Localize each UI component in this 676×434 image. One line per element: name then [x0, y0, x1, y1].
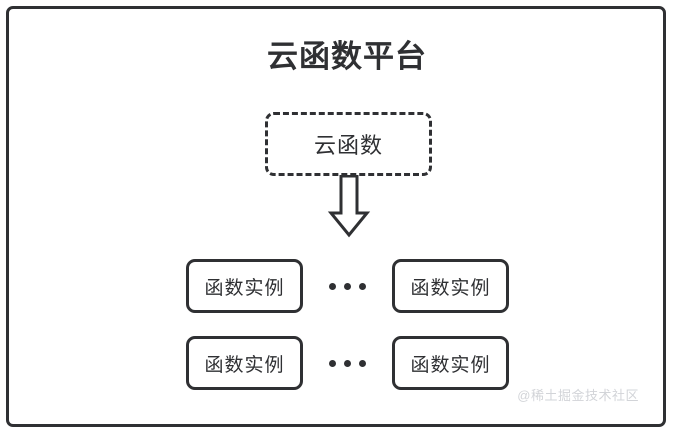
function-instance-label: 函数实例	[204, 277, 285, 299]
ellipsis-dot	[358, 282, 366, 290]
watermark: @稀土掘金技术社区	[517, 388, 639, 403]
down-block-arrow-icon	[327, 175, 371, 238]
ellipsis-dot	[343, 359, 351, 367]
cloud-function-label: 云函数	[313, 133, 383, 158]
function-instance-box: 函数实例	[392, 336, 509, 390]
function-instance-label: 函数实例	[410, 277, 491, 299]
function-instance-box: 函数实例	[186, 336, 303, 390]
function-instance-label: 函数实例	[204, 354, 285, 376]
ellipsis-icon	[320, 336, 374, 390]
function-instance-row-2: 函数实例 函数实例	[9, 336, 676, 390]
ellipsis-dot	[343, 282, 351, 290]
ellipsis-dot	[328, 359, 336, 367]
cloud-function-platform-frame: 云函数平台 云函数 函数实例 函数实例 函数实例	[6, 6, 666, 427]
page-title: 云函数平台	[267, 39, 427, 74]
ellipsis-dot	[358, 359, 366, 367]
function-instance-label: 函数实例	[410, 354, 491, 376]
ellipsis-icon	[320, 259, 374, 313]
ellipsis-dot	[328, 282, 336, 290]
function-instance-box: 函数实例	[186, 259, 303, 313]
function-instance-box: 函数实例	[392, 259, 509, 313]
cloud-function-node: 云函数	[265, 112, 432, 176]
function-instance-row-1: 函数实例 函数实例	[9, 259, 676, 313]
